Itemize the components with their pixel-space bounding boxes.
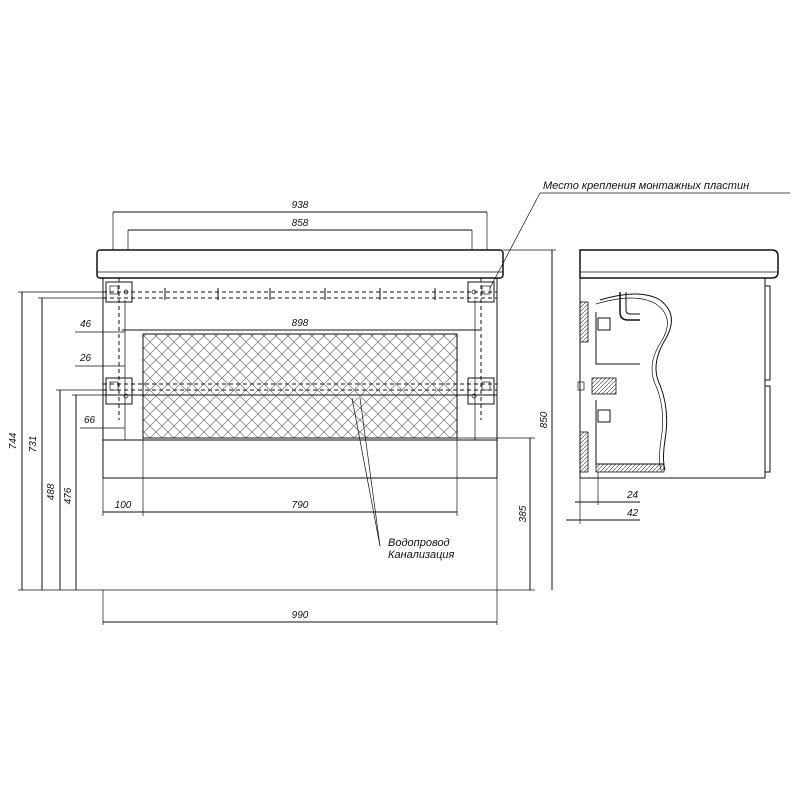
countertop: [96, 249, 504, 279]
svg-text:898: 898: [292, 318, 309, 329]
dimension-26: 26: [75, 353, 125, 367]
cabinet-body: [102, 278, 498, 479]
rail-marks: [164, 288, 436, 300]
front-view: [96, 249, 504, 479]
svg-text:Водопровод: Водопровод: [388, 537, 450, 549]
svg-text:731: 731: [28, 436, 39, 453]
svg-text:938: 938: [292, 200, 309, 211]
dimension-66: 66: [80, 415, 125, 429]
dimension-990: 990: [102, 590, 497, 625]
svg-text:24: 24: [626, 490, 639, 501]
svg-text:744: 744: [8, 432, 19, 449]
dimension-476: 476: [63, 394, 103, 590]
svg-text:Место крепления монтажных плас: Место крепления монтажных пластин: [543, 180, 749, 192]
dimension-790: 790: [143, 438, 458, 516]
dimension-46: 46: [75, 319, 125, 333]
dimension-938: 938: [112, 200, 488, 250]
svg-text:790: 790: [292, 500, 309, 511]
svg-text:66: 66: [84, 415, 96, 426]
svg-text:42: 42: [627, 508, 639, 519]
callout-utilities: Водопровод Канализация: [351, 397, 454, 561]
dimension-858: 858: [127, 218, 473, 250]
side-drawer-profile: [599, 293, 672, 471]
svg-text:990: 990: [292, 610, 309, 621]
dimension-731: 731: [28, 297, 103, 590]
svg-text:100: 100: [115, 500, 132, 511]
side-wall-profile-top: [579, 301, 589, 343]
svg-text:476: 476: [63, 487, 74, 504]
svg-text:Канализация: Канализация: [388, 549, 454, 561]
dimension-42: 42: [566, 508, 640, 521]
utilities-zone: [142, 333, 458, 439]
svg-text:850: 850: [539, 411, 550, 428]
dimension-488: 488: [46, 389, 103, 590]
dimension-385: 385: [457, 437, 535, 590]
dimension-744: 744: [8, 291, 103, 590]
side-countertop: [579, 249, 779, 279]
dimension-898: 898: [122, 318, 480, 331]
svg-text:26: 26: [79, 353, 92, 364]
side-view: [577, 249, 779, 479]
callout-mounting-plates: Место крепления монтажных пластин: [489, 180, 790, 289]
svg-text:46: 46: [80, 319, 92, 330]
side-wall-profile-bottom: [579, 431, 589, 473]
dimension-24: 24: [575, 472, 640, 524]
svg-text:488: 488: [46, 483, 57, 500]
side-hatched-block: [591, 377, 617, 395]
dimension-100: 100: [102, 438, 144, 516]
svg-text:385: 385: [518, 505, 529, 522]
dimension-850: 850: [503, 249, 556, 590]
svg-text:858: 858: [292, 218, 309, 229]
